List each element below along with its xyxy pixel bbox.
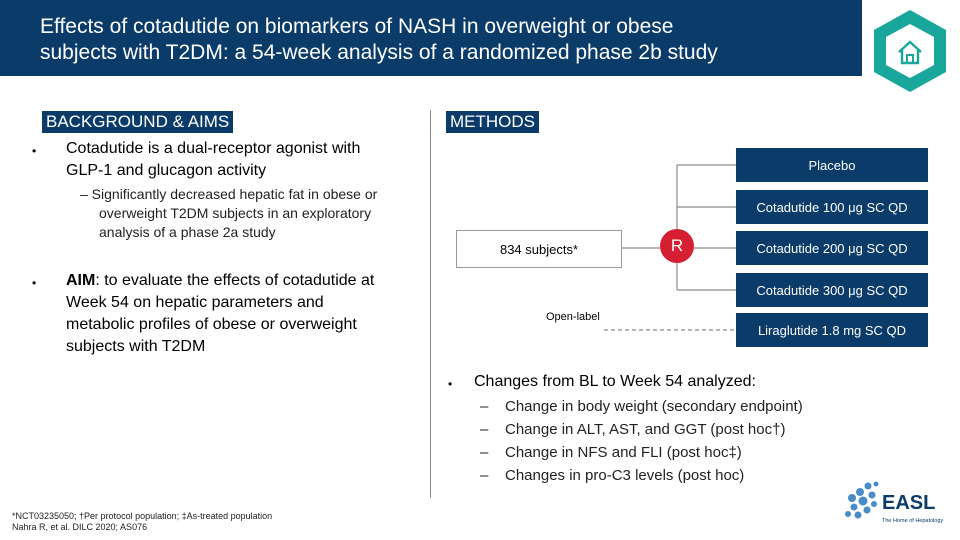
change-text: Changes in pro-C3 levels (post hoc) (505, 467, 745, 484)
easl-brand: EASL (882, 492, 935, 514)
dash: – (480, 398, 489, 415)
arm-cotadutide-300: Cotadutide 300 μg SC QD (736, 273, 928, 307)
arm-liraglutide: Liraglutide 1.8 mg SC QD (736, 313, 928, 347)
background-subbullet: – Significantly decreased hepatic fat in… (80, 185, 377, 242)
dash: – (480, 421, 489, 438)
sub-line-3: analysis of a phase 2a study (99, 224, 276, 240)
change-text: Change in NFS and FLI (post hoc‡) (505, 444, 742, 461)
background-bullet-1: Cotadutide is a dual-receptor agonist wi… (66, 138, 360, 182)
footnote-line-1: *NCT03235050; †Per protocol population; … (12, 511, 273, 521)
arm-placebo: Placebo (736, 148, 928, 182)
arm-cotadutide-100: Cotadutide 100 μg SC QD (736, 190, 928, 224)
bullet-dot: • (448, 377, 453, 391)
home-icon[interactable] (872, 8, 948, 94)
change-item: –Change in NFS and FLI (post hoc‡) (480, 443, 742, 463)
changes-title: Changes from BL to Week 54 analyzed: (474, 373, 756, 390)
title-line-1: Effects of cotadutide on biomarkers of N… (40, 15, 674, 38)
aim-line-1-text: : to evaluate the effects of cotadutide … (95, 272, 375, 289)
open-label-text: Open-label (546, 311, 600, 323)
subjects-box: 834 subjects* (456, 230, 622, 268)
change-text: Change in ALT, AST, and GGT (post hoc†) (505, 421, 786, 438)
easl-logo: EASL The Home of Hepatology (845, 481, 943, 524)
aim-keyword: AIM (66, 272, 96, 289)
methods-label: METHODS (446, 111, 539, 133)
footnote-line-2: Nahra R, et al. DILC 2020; AS076 (12, 522, 148, 532)
title-banner (0, 0, 862, 76)
bullet-dot: • (32, 276, 37, 290)
dash: – (480, 444, 489, 461)
change-item: –Changes in pro-C3 levels (post hoc) (480, 466, 744, 486)
bullet-dot: • (32, 144, 37, 158)
easl-tagline: The Home of Hepatology (882, 518, 943, 524)
column-divider (430, 110, 431, 498)
footnote: *NCT03235050; †Per protocol population; … (12, 511, 272, 533)
background-aims-label: BACKGROUND & AIMS (42, 111, 234, 133)
sub-line-2: overweight T2DM subjects in an explorato… (99, 205, 372, 221)
aim-bullet: AIM: to evaluate the effects of cotaduti… (66, 270, 374, 358)
slide-title: Effects of cotadutide on biomarkers of N… (40, 14, 840, 66)
change-text: Change in body weight (secondary endpoin… (505, 398, 803, 415)
aim-line-1: AIM: to evaluate the effects of cotaduti… (66, 270, 374, 292)
change-item: –Change in body weight (secondary endpoi… (480, 397, 803, 417)
bullet-1-line-1: Cotadutide is a dual-receptor agonist wi… (66, 140, 361, 157)
aim-line-3: metabolic profiles of obese or overweigh… (66, 316, 357, 333)
dash: – (480, 467, 489, 484)
arm-cotadutide-200: Cotadutide 200 μg SC QD (736, 231, 928, 265)
sub-line-1: – Significantly decreased hepatic fat in… (80, 186, 378, 202)
title-line-2: subjects with T2DM: a 54-week analysis o… (40, 41, 718, 64)
change-item: –Change in ALT, AST, and GGT (post hoc†) (480, 420, 785, 440)
randomization-marker: R (660, 229, 694, 263)
aim-line-4: subjects with T2DM (66, 338, 206, 355)
bullet-1-line-2: GLP-1 and glucagon activity (66, 162, 267, 179)
aim-line-2: Week 54 on hepatic parameters and (66, 294, 324, 311)
